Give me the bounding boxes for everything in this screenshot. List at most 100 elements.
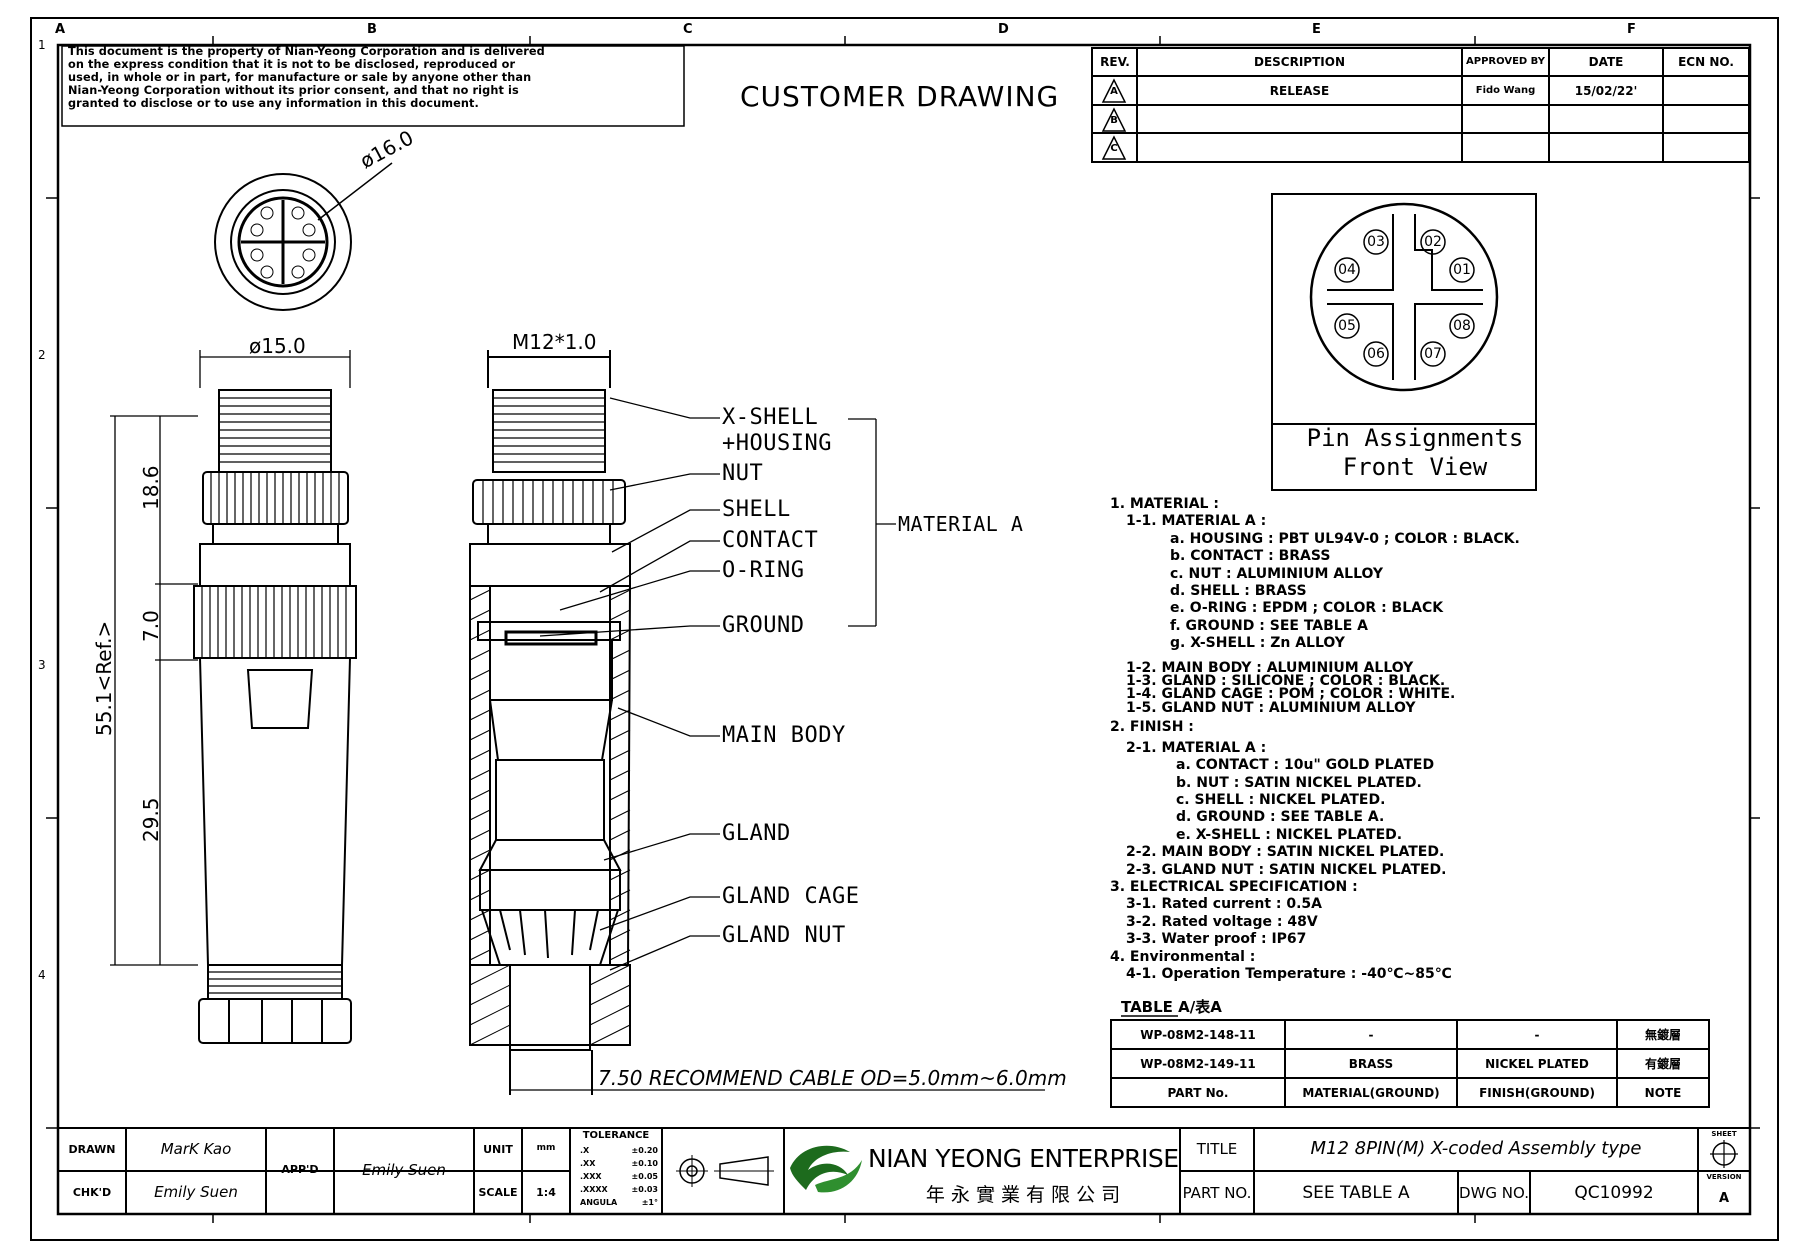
cable-note: 7.50 RECOMMEND CABLE OD=5.0mm~6.0mm <box>598 1066 1067 1090</box>
revision-grid <box>1091 47 1750 163</box>
approved-by: Emily Suen <box>362 1161 446 1179</box>
spec-line: b. CONTACT : BRASS <box>1170 548 1331 565</box>
tolerance-row: ANGULA ±1° <box>580 1196 658 1209</box>
tolerance-list: .X±0.20 .XX ±0.10 .XXX±0.05 .XXXX±0.03 AN… <box>580 1144 658 1209</box>
spec-line: e. X-SHELL : NICKEL PLATED. <box>1176 826 1403 843</box>
dwg-no-label: DWG NO. <box>1459 1184 1529 1202</box>
table-cell: NOTE <box>1616 1077 1710 1108</box>
zone-ticks <box>46 36 1760 1223</box>
spec-line: 2-2. MAIN BODY : SATIN NICKEL PLATED. <box>1126 844 1445 861</box>
spec-line: 2-3. GLAND NUT : SATIN NICKEL PLATED. <box>1126 861 1447 878</box>
spec-line: 4. Environmental : <box>1110 948 1256 965</box>
tolerance-title: TOLERANCE <box>582 1130 650 1141</box>
length-bottom-dim: 29.5 <box>139 797 163 842</box>
rev-a-label: A <box>1110 86 1118 97</box>
part-no-value: SEE TABLE A <box>1302 1183 1410 1203</box>
rev-a-approver: Fido Wang <box>1475 85 1536 96</box>
tolerance-row: .X±0.20 <box>580 1144 658 1157</box>
tolerance-format: ANGULA <box>580 1198 618 1207</box>
body-diameter-dim: ø15.0 <box>249 334 306 358</box>
spec-line: 3-1. Rated current : 0.5A <box>1126 896 1323 913</box>
zone-letter-a: A <box>55 22 66 37</box>
notice-box <box>61 45 685 127</box>
rev-c-label: C <box>1110 143 1118 154</box>
drawing-type-title: CUSTOMER DRAWING <box>740 80 1060 113</box>
approved-label: APP'D <box>281 1163 319 1176</box>
spec-line: 1-2. MAIN BODY : ALUMINIUM ALLOY <box>1126 659 1414 676</box>
version-value: A <box>1718 1191 1730 1206</box>
title-label: TITLE <box>1196 1140 1238 1158</box>
table-row: WP-08M2-148-11 - - 無鍍層 <box>1110 1019 1710 1050</box>
pin-assignment-view <box>1271 193 1537 491</box>
notice-line: granted to disclose or to use any inform… <box>68 97 479 110</box>
spec-line: 1-5. GLAND NUT : ALUMINIUM ALLOY <box>1126 699 1416 716</box>
spec-line: 3-2. Rated voltage : 48V <box>1126 913 1318 930</box>
unit-value: mm <box>536 1143 556 1153</box>
approved-by-header: APPROVED BY <box>1466 56 1545 67</box>
notice-line: used, in whole or in part, for manufactu… <box>68 71 532 84</box>
notice-line: This document is the property of Nian-Ye… <box>68 45 545 58</box>
company-name-cn: 年 永 實 業 有 限 公 司 <box>925 1184 1121 1206</box>
tolerance-value: ±0.10 <box>631 1159 658 1168</box>
section-view <box>469 350 1045 1095</box>
table-cell: BRASS <box>1284 1048 1458 1079</box>
tolerance-format: .XXXX <box>580 1185 608 1194</box>
tolerance-row: .XXXX±0.03 <box>580 1183 658 1196</box>
tolerance-value: ±0.05 <box>631 1172 658 1181</box>
pin-03-label: 03 <box>1367 234 1385 250</box>
spec-line: b. NUT : SATIN NICKEL PLATED. <box>1176 774 1422 791</box>
pin-caption-line-1: Pin Assignments <box>1306 424 1524 452</box>
pin-07-label: 07 <box>1424 346 1442 362</box>
scale-label: SCALE <box>478 1186 518 1199</box>
table-cell: FINISH(GROUND) <box>1456 1077 1618 1108</box>
spec-line: a. CONTACT : 10u" GOLD PLATED <box>1176 757 1435 774</box>
table-a: WP-08M2-148-11 - - 無鍍層 WP-08M2-149-11 BR… <box>1110 1019 1710 1108</box>
pin-02-label: 02 <box>1424 234 1442 250</box>
callout-housing: +HOUSING <box>722 431 832 456</box>
specification-notes: 1. MATERIAL : 1-1. MATERIAL A : a. HOUSI… <box>1110 496 1520 983</box>
scale-value: 1:4 <box>536 1186 556 1199</box>
rev-header: REV. <box>1100 55 1130 69</box>
checked-by: Emily Suen <box>154 1183 238 1201</box>
title-block-grid <box>57 1127 1751 1215</box>
tolerance-row: .XXX±0.05 <box>580 1170 658 1183</box>
callout-main-body: MAIN BODY <box>722 723 846 748</box>
tolerance-value: ±1° <box>641 1198 658 1207</box>
pin-06-label: 06 <box>1367 346 1385 362</box>
callout-gland-cage: GLAND CAGE <box>722 884 860 909</box>
version-label: VERSION <box>1706 1173 1742 1181</box>
outer-border <box>30 17 1779 1241</box>
rev-b-label: B <box>1110 115 1118 126</box>
spec-line: 3. ELECTRICAL SPECIFICATION : <box>1110 878 1358 895</box>
thread-dim: M12*1.0 <box>512 330 597 354</box>
spec-line: g. X-SHELL : Zn ALLOY <box>1170 635 1345 652</box>
notice-line: Nian-Yeong Corporation without its prior… <box>68 84 519 97</box>
table-cell: - <box>1284 1019 1458 1050</box>
spec-line: c. NUT : ALUMINIUM ALLOY <box>1170 565 1384 582</box>
sheet-label: SHEET <box>1711 1130 1737 1138</box>
callout-ground: GROUND <box>722 613 805 638</box>
callout-gland-nut: GLAND NUT <box>722 923 846 948</box>
front-view <box>214 162 393 311</box>
part-no-label: PART NO. <box>1182 1184 1252 1202</box>
tolerance-row: .XX ±0.10 <box>580 1157 658 1170</box>
length-top-dim: 18.6 <box>139 465 163 510</box>
zone-letter-d: D <box>998 22 1009 37</box>
spec-line: 1. MATERIAL : <box>1110 496 1219 512</box>
spec-line: c. SHELL : NICKEL PLATED. <box>1176 791 1386 808</box>
tolerance-format: .XX <box>580 1159 596 1168</box>
table-row: PART No. MATERIAL(GROUND) FINISH(GROUND)… <box>1110 1077 1710 1108</box>
callout-leaders <box>539 397 896 971</box>
pin-08-label: 08 <box>1453 318 1471 334</box>
zone-letter-f: F <box>1627 22 1636 37</box>
spec-line: 3-3. Water proof : IP67 <box>1126 931 1307 948</box>
pin-04-label: 04 <box>1338 262 1356 278</box>
table-cell: PART No. <box>1110 1077 1286 1108</box>
pin-05-label: 05 <box>1338 318 1356 334</box>
confidentiality-notice: This document is the property of Nian-Ye… <box>68 45 678 127</box>
unit-label: UNIT <box>483 1143 513 1156</box>
zone-letter-b: B <box>367 22 377 37</box>
zone-number-3: 3 <box>38 658 46 672</box>
spec-line: 1-1. MATERIAL A : <box>1126 513 1267 530</box>
